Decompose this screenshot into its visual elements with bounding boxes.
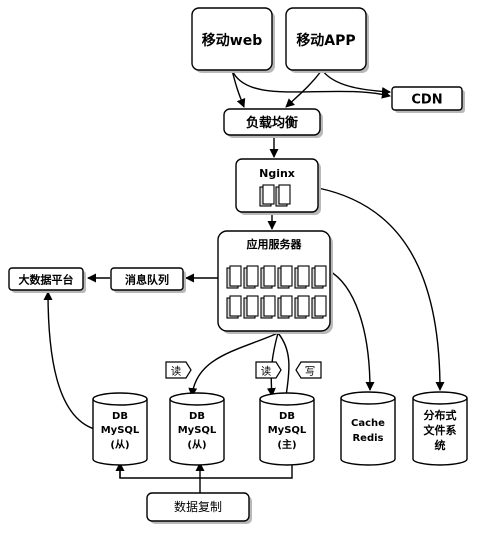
db2-line-2: MySQL — [178, 425, 217, 436]
db3-line-1: DB — [279, 411, 295, 422]
edge-app-to-lb — [285, 69, 323, 108]
db2-line-3: (从) — [187, 439, 206, 451]
mobile-app-node: 移动APP — [285, 7, 369, 73]
db1-line-1: DB — [112, 411, 128, 422]
load-balancer-label: 负载均衡 — [246, 115, 298, 131]
nginx-label: Nginx — [259, 167, 295, 180]
cdn-node: CDN — [391, 86, 465, 113]
nginx-node: Nginx — [235, 158, 321, 215]
message-queue-node: 消息队列 — [110, 267, 186, 293]
big-data-platform-node: 大数据平台 — [8, 267, 86, 293]
message-queue-label: 消息队列 — [125, 273, 169, 287]
cache-redis: Cache Redis — [340, 391, 396, 466]
edge-app-to-db2 — [188, 332, 279, 397]
distributed-file-system: 分布式 文件系 统 — [412, 391, 468, 466]
cache-line-2: Redis — [352, 433, 383, 444]
db-mysql-master: DB MySQL (主) — [259, 392, 315, 466]
db-mysql-slave-1: DB MySQL (从) — [92, 392, 148, 466]
write-tag-label: 写 — [305, 366, 316, 378]
mobile-app-label: 移动APP — [296, 32, 355, 49]
edge-web-to-cdn — [231, 69, 391, 99]
nginx-server-icon — [259, 184, 291, 207]
edge-nginx-to-dfs — [317, 187, 445, 391]
app-server-node: 应用服务器 — [217, 230, 333, 334]
mobile-web-node: 移动web — [191, 7, 275, 73]
data-replication-node: 数据复制 — [146, 492, 252, 524]
db3-line-3: (主) — [277, 438, 296, 451]
cdn-label: CDN — [411, 93, 442, 108]
dfs-line-3: 统 — [435, 438, 446, 452]
edge-app-to-cdn — [321, 69, 391, 96]
cache-line-1: Cache — [351, 418, 385, 429]
db1-line-2: MySQL — [101, 425, 140, 436]
app-server-rack-icon — [226, 265, 327, 319]
edge-app-to-db3-b — [277, 332, 290, 397]
edge-app-to-cache — [327, 269, 375, 391]
data-replication-label: 数据复制 — [174, 499, 222, 514]
mobile-web-label: 移动web — [202, 32, 262, 49]
write-tag: 写 — [295, 361, 322, 379]
edge-web-to-lb — [231, 69, 246, 108]
read-tag-2-label: 读 — [261, 365, 272, 378]
db-mysql-slave-2: DB MySQL (从) — [169, 392, 225, 466]
read-tag-1-label: 读 — [171, 365, 182, 378]
read-tag-2: 读 — [255, 361, 282, 379]
db2-line-1: DB — [189, 411, 205, 422]
dfs-line-1: 分布式 — [424, 408, 457, 422]
db1-line-3: (从) — [110, 439, 129, 451]
edge-db1-to-bigdata — [43, 291, 99, 431]
dfs-line-2: 文件系 — [424, 423, 457, 437]
db3-line-2: MySQL — [268, 425, 307, 436]
load-balancer-node: 负载均衡 — [223, 108, 323, 138]
read-tag-1: 读 — [165, 361, 192, 379]
big-data-platform-label: 大数据平台 — [19, 273, 74, 287]
app-server-label: 应用服务器 — [247, 237, 303, 251]
